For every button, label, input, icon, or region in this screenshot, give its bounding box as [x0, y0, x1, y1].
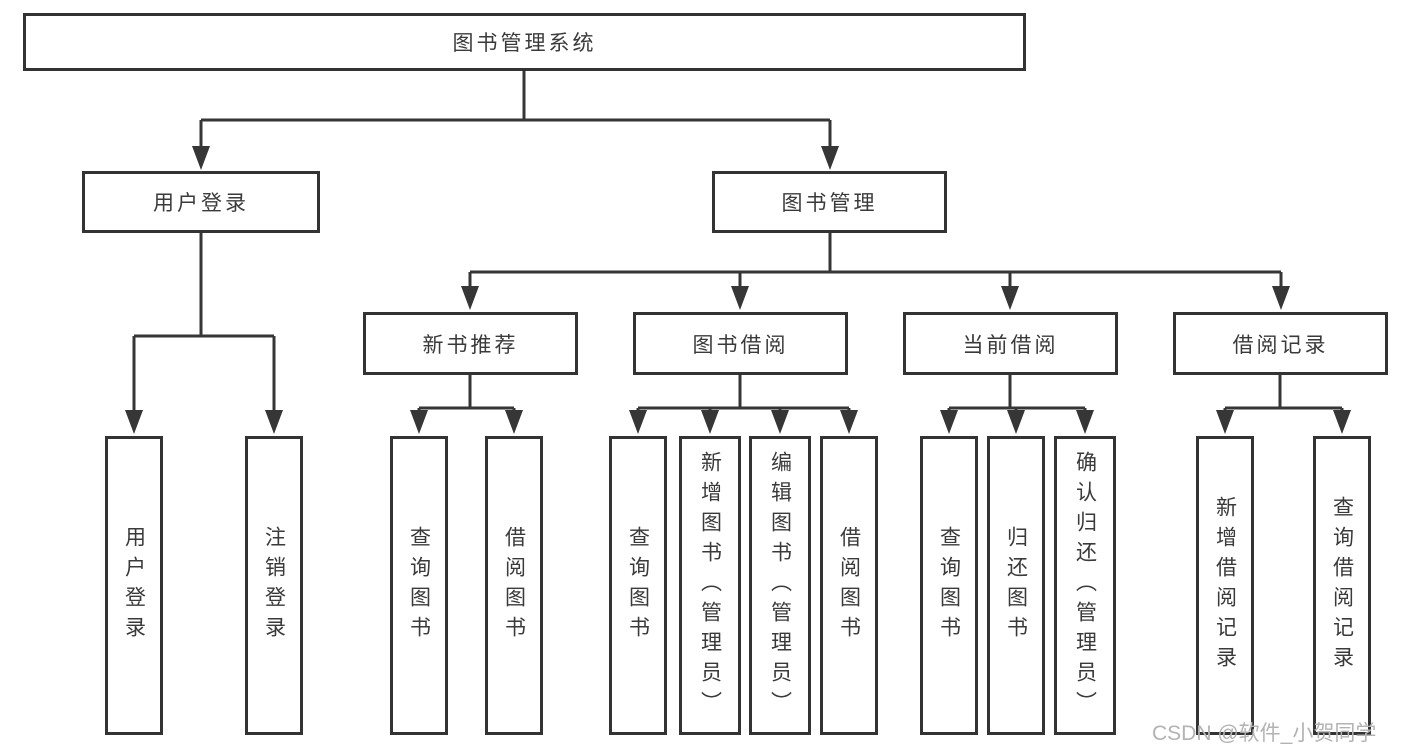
leaf-add-books-admin: 新增图书（管理员）: [679, 436, 741, 735]
node-label: 图书管理系统: [452, 32, 597, 55]
leaf-query-borrow-record: 查询借阅记录: [1313, 436, 1371, 735]
leaf-borrow-books: 借阅图书: [820, 436, 878, 735]
leaf-query-books-recommend: 查询图书: [390, 436, 448, 735]
node-label: 新增借阅记录: [1213, 495, 1237, 676]
node-label: 查询借阅记录: [1330, 495, 1354, 676]
node-label: 当前借阅: [962, 333, 1059, 357]
node-label: 新书推荐: [422, 333, 519, 357]
node-label: 借阅图书: [837, 525, 861, 646]
node-current-borrowing: 当前借阅: [903, 312, 1118, 375]
node-label: 编辑图书（管理员）: [768, 450, 792, 721]
node-label: 确认归还（管理员）: [1073, 450, 1097, 721]
leaf-return-books: 归还图书: [987, 436, 1045, 735]
node-label: 查询图书: [937, 525, 961, 646]
node-label: 图书管理: [781, 192, 878, 215]
node-label: 用户登录: [153, 192, 249, 215]
node-book-borrowing: 图书借阅: [633, 312, 848, 375]
leaf-edit-books-admin: 编辑图书（管理员）: [749, 436, 811, 735]
node-label: 借阅图书: [502, 525, 526, 646]
node-library-management-system: 图书管理系统: [23, 13, 1026, 71]
node-label: 查询图书: [626, 525, 650, 646]
node-label: 注销登录: [262, 525, 286, 646]
leaf-borrow-books-recommend: 借阅图书: [485, 436, 543, 735]
leaf-add-borrow-record: 新增借阅记录: [1196, 436, 1254, 735]
node-book-management: 图书管理: [712, 171, 947, 233]
node-borrow-records: 借阅记录: [1173, 312, 1388, 375]
leaf-user-login: 用户登录: [105, 436, 163, 735]
node-label: 用户登录: [122, 525, 146, 646]
leaf-query-books-current: 查询图书: [920, 436, 978, 735]
leaf-logout: 注销登录: [245, 436, 303, 735]
node-user-login: 用户登录: [82, 171, 320, 233]
node-new-book-recommend: 新书推荐: [363, 312, 578, 375]
node-label: 借阅记录: [1232, 333, 1329, 357]
node-label: 归还图书: [1004, 525, 1028, 646]
leaf-query-books-borrowing: 查询图书: [609, 436, 667, 735]
node-label: 新增图书（管理员）: [698, 450, 722, 721]
csdn-watermark: CSDN @软件_小贺同学: [1152, 722, 1377, 745]
node-label: 查询图书: [407, 525, 431, 646]
leaf-confirm-return-admin: 确认归还（管理员）: [1054, 436, 1116, 735]
node-label: 图书借阅: [692, 333, 789, 357]
